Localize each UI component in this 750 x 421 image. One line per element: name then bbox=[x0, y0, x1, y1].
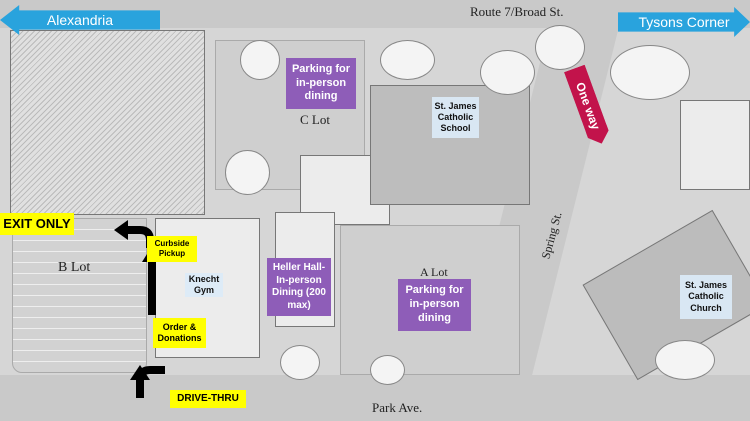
a-lot-label: A Lot bbox=[420, 265, 448, 279]
tree bbox=[225, 150, 270, 195]
curbside-pickup-sign: Curbside Pickup bbox=[147, 236, 197, 262]
c-lot-label: C Lot bbox=[300, 112, 330, 127]
tree bbox=[240, 40, 280, 80]
heller-hall-dining-label: Heller Hall- In-person Dining (200 max) bbox=[267, 258, 331, 316]
drive-thru-sign: DRIVE-THRU bbox=[170, 390, 246, 408]
a-lot-dining-parking-label: Parking for in-person dining bbox=[398, 279, 471, 331]
hatched-area bbox=[10, 30, 205, 215]
tysons-corner-label: Tysons Corner bbox=[638, 14, 730, 30]
exit-only-sign: EXIT ONLY bbox=[0, 213, 74, 235]
park-ave-label: Park Ave. bbox=[372, 400, 423, 415]
tree bbox=[480, 50, 535, 95]
tree bbox=[370, 355, 405, 385]
building bbox=[680, 100, 750, 190]
park-ave-road bbox=[0, 375, 750, 421]
alexandria-label: Alexandria bbox=[46, 12, 114, 28]
route-7-label: Route 7/Broad St. bbox=[470, 4, 564, 19]
tree bbox=[535, 25, 585, 70]
tree bbox=[655, 340, 715, 380]
b-lot bbox=[12, 218, 147, 373]
tree bbox=[280, 345, 320, 380]
tree bbox=[610, 45, 690, 100]
church-label: St. James Catholic Church bbox=[680, 275, 732, 319]
b-lot-label: B Lot bbox=[58, 260, 91, 275]
school-label: St. James Catholic School bbox=[432, 97, 479, 138]
c-lot-dining-parking-label: Parking for in-person dining bbox=[286, 58, 356, 109]
order-donations-sign: Order & Donations bbox=[153, 318, 206, 348]
tree bbox=[380, 40, 435, 80]
knecht-gym-label: Knecht Gym bbox=[185, 273, 223, 297]
